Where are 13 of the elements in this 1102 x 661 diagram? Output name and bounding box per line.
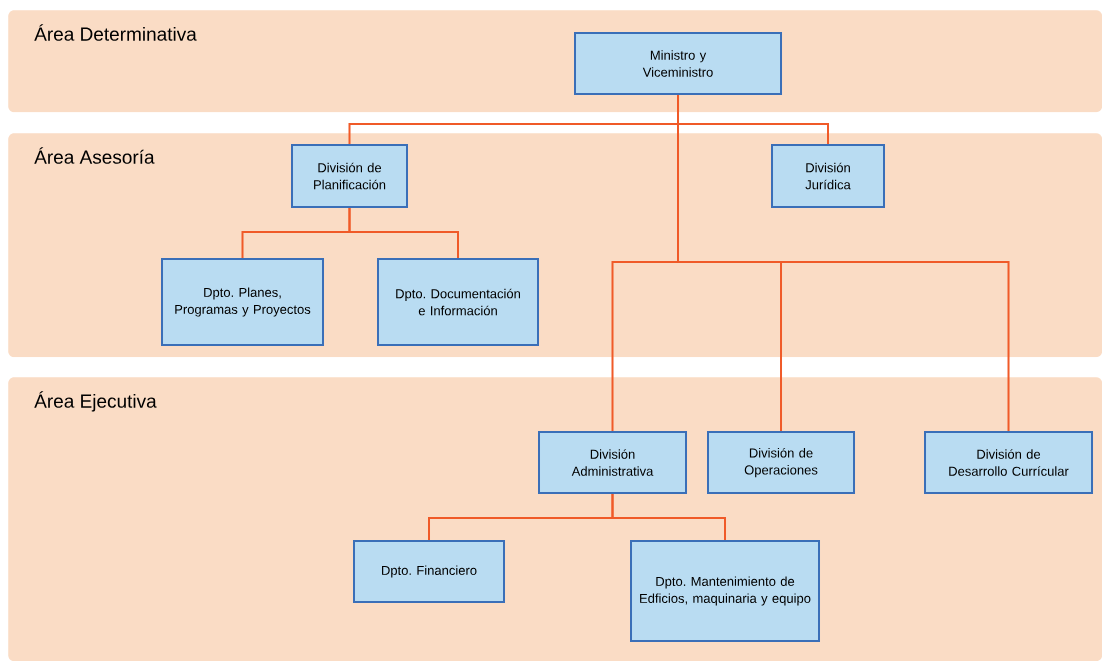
org-box: División de Desarrollo Currícular bbox=[924, 431, 1093, 494]
org-box: Dpto. Mantenimiento de Edficios, maquinaria y equipo bbox=[630, 540, 820, 642]
org-box: División Jurídica bbox=[771, 144, 885, 208]
org-box: División de Planificación bbox=[291, 144, 408, 208]
connector-line bbox=[677, 94, 1010, 432]
org-box: Dpto. Planes, Programas y Proyectos bbox=[161, 258, 324, 346]
org-box: Dpto. Financiero bbox=[353, 540, 505, 603]
org-box: División de Operaciones bbox=[707, 431, 855, 494]
connector-line bbox=[348, 207, 459, 259]
connector-line bbox=[611, 493, 726, 541]
org-box: Ministro y Viceministro bbox=[574, 32, 782, 95]
org-box: Dpto. Documentación e Información bbox=[377, 258, 539, 346]
org-box: División Administrativa bbox=[538, 431, 687, 494]
